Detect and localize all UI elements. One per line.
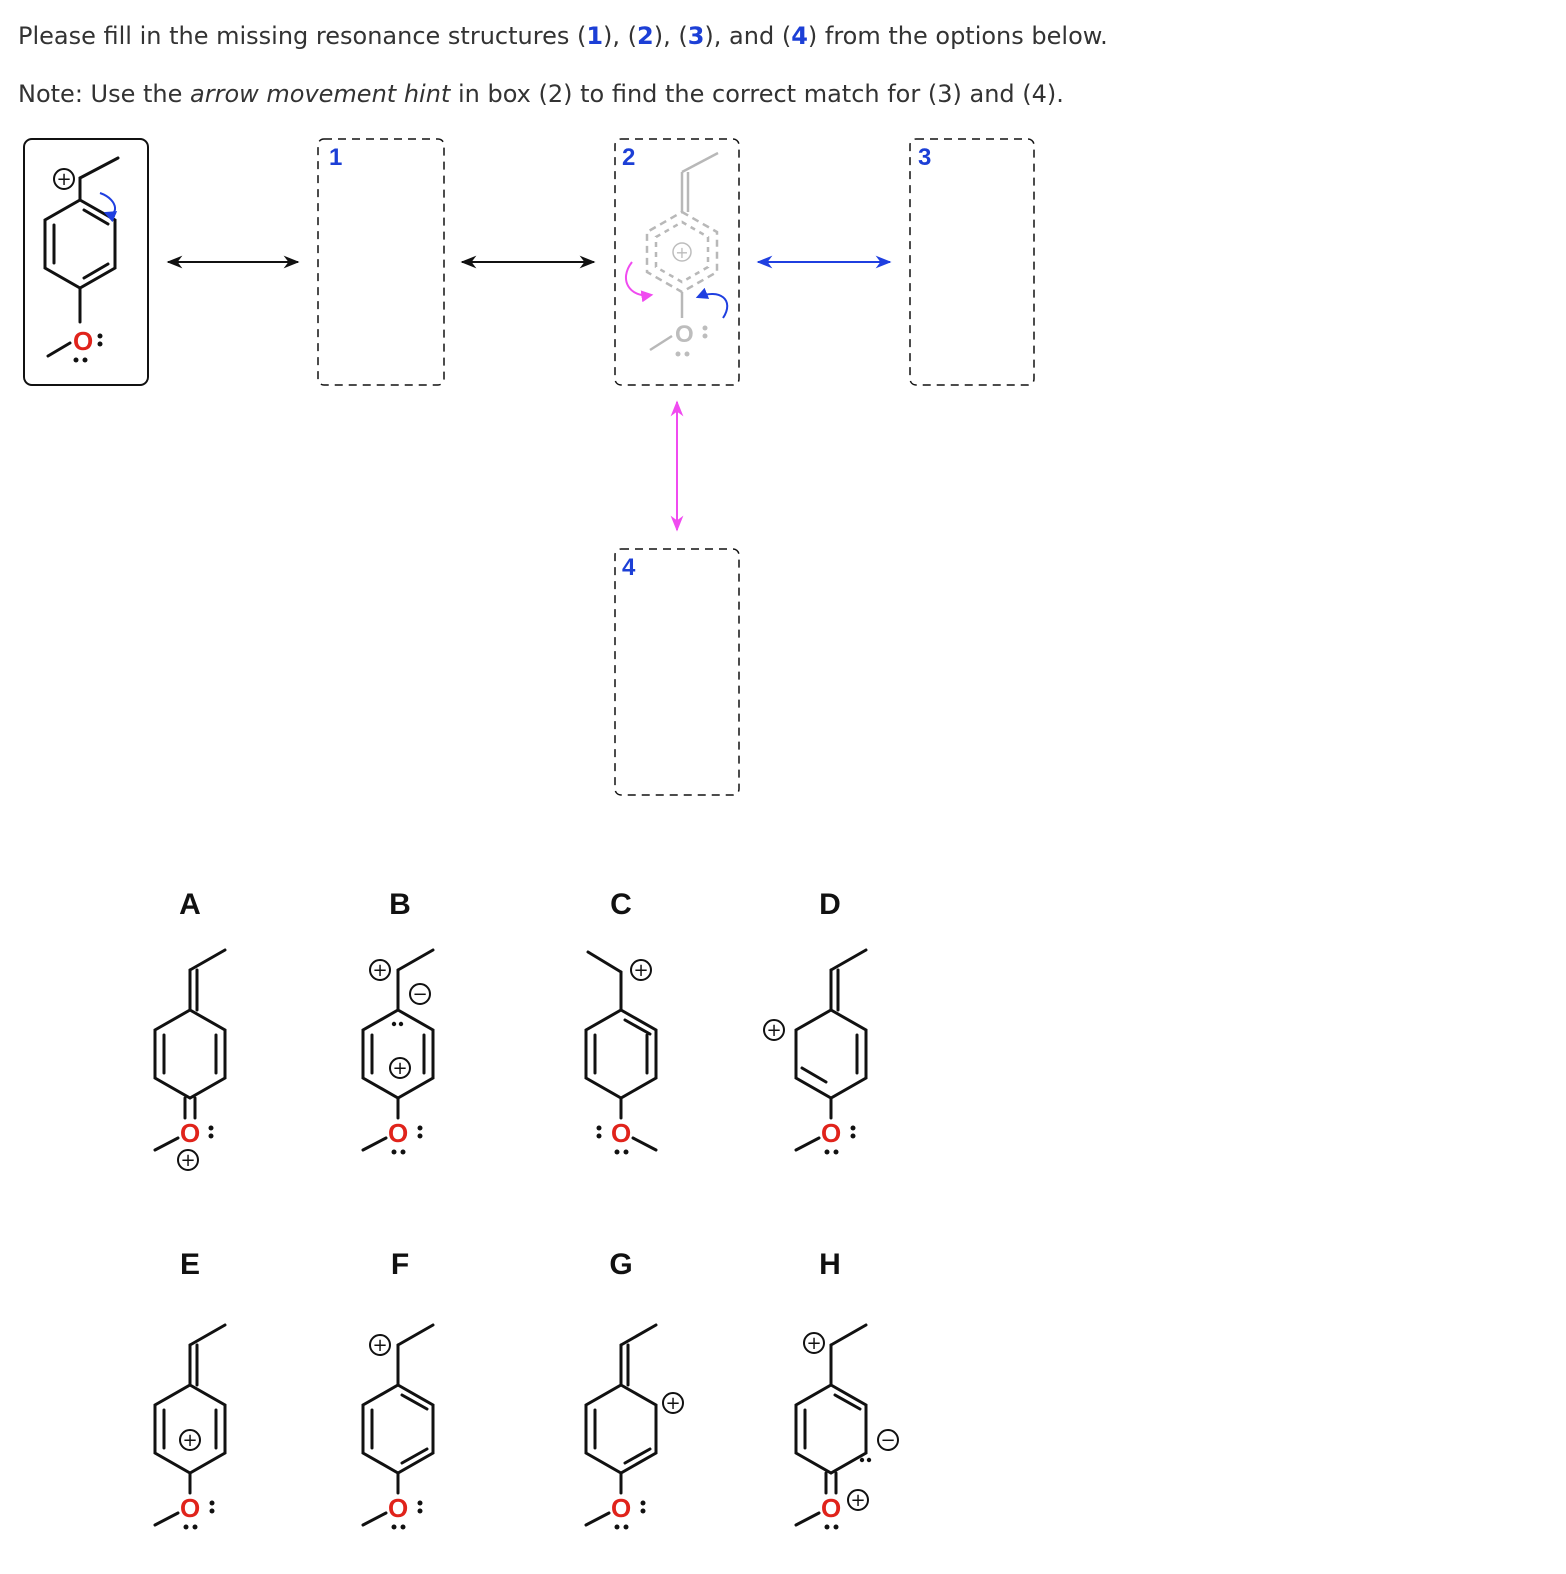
- svg-text:+: +: [392, 1058, 407, 1079]
- hint-structure: + O: [625, 151, 729, 357]
- option-a-oxygen: O: [180, 1118, 200, 1148]
- hint-oxygen: O: [675, 321, 694, 348]
- box-ref-1: 1: [586, 22, 604, 50]
- svg-text:+: +: [56, 169, 71, 190]
- svg-text:+: +: [182, 1430, 197, 1451]
- svg-text:+: +: [372, 1335, 387, 1356]
- note-text: in box (2) to find the correct match for…: [450, 80, 1064, 108]
- box-ref-4: 4: [791, 22, 808, 50]
- option-h-label[interactable]: H: [819, 1248, 841, 1281]
- note-text: Note: Use the: [18, 80, 191, 108]
- instruction-text: ), (: [603, 22, 638, 50]
- instruction-line-2: Note: Use the arrow movement hint in box…: [18, 80, 1064, 108]
- option-h-oxygen: O: [821, 1493, 841, 1523]
- option-b-structure[interactable]: + − + O: [361, 948, 435, 1155]
- option-d-structure[interactable]: + O: [763, 948, 868, 1155]
- option-f-oxygen: O: [388, 1493, 408, 1523]
- svg-text:+: +: [372, 960, 387, 981]
- option-a-label[interactable]: A: [179, 888, 201, 921]
- option-a-structure[interactable]: O +: [153, 948, 227, 1171]
- box-4-label: 4: [622, 554, 636, 581]
- box-3-label: 3: [918, 144, 932, 171]
- svg-text:+: +: [850, 1490, 865, 1511]
- svg-text:+: +: [633, 960, 648, 981]
- option-d-label[interactable]: D: [819, 888, 841, 921]
- answer-box-2: [614, 138, 740, 386]
- svg-text:+: +: [766, 1020, 781, 1041]
- option-b-oxygen: O: [388, 1118, 408, 1148]
- option-c-structure[interactable]: + O: [584, 950, 658, 1155]
- option-c-oxygen: O: [611, 1118, 631, 1148]
- option-f-label[interactable]: F: [390, 1248, 410, 1281]
- instruction-text: ), and (: [704, 22, 792, 50]
- svg-text:+: +: [180, 1150, 195, 1171]
- oxygen-atom: O: [73, 326, 93, 356]
- answer-box-3[interactable]: [909, 138, 1035, 386]
- option-d-oxygen: O: [821, 1118, 841, 1148]
- option-b-label[interactable]: B: [389, 888, 411, 921]
- box-1-label: 1: [329, 144, 343, 171]
- box-ref-3: 3: [687, 22, 705, 50]
- box-2-label: 2: [622, 144, 636, 171]
- instruction-line-1: Please fill in the missing resonance str…: [18, 22, 1108, 50]
- svg-text:−: −: [412, 984, 427, 1005]
- option-g-label[interactable]: G: [609, 1248, 633, 1281]
- option-f-structure[interactable]: + O: [361, 1323, 435, 1530]
- instruction-text: ), (: [653, 22, 688, 50]
- svg-text:+: +: [675, 243, 688, 262]
- svg-text:−: −: [880, 1430, 895, 1451]
- option-c-label[interactable]: C: [610, 888, 632, 921]
- note-emphasis: arrow movement hint: [190, 80, 451, 108]
- option-g-structure[interactable]: + O: [584, 1323, 684, 1530]
- box-ref-2: 2: [637, 22, 654, 50]
- svg-text:+: +: [806, 1333, 821, 1354]
- answer-box-4[interactable]: [614, 548, 740, 796]
- option-e-structure[interactable]: + O: [153, 1323, 227, 1530]
- answer-box-1[interactable]: [317, 138, 445, 386]
- option-e-label[interactable]: E: [179, 1248, 200, 1281]
- instruction-text: ) from the options below.: [807, 22, 1108, 50]
- svg-text:+: +: [665, 1393, 680, 1414]
- instruction-text: Please fill in the missing resonance str…: [18, 22, 587, 50]
- option-e-oxygen: O: [180, 1493, 200, 1523]
- starting-structure: + O: [23, 138, 149, 386]
- option-g-oxygen: O: [611, 1493, 631, 1523]
- option-h-structure[interactable]: + − O +: [794, 1323, 899, 1530]
